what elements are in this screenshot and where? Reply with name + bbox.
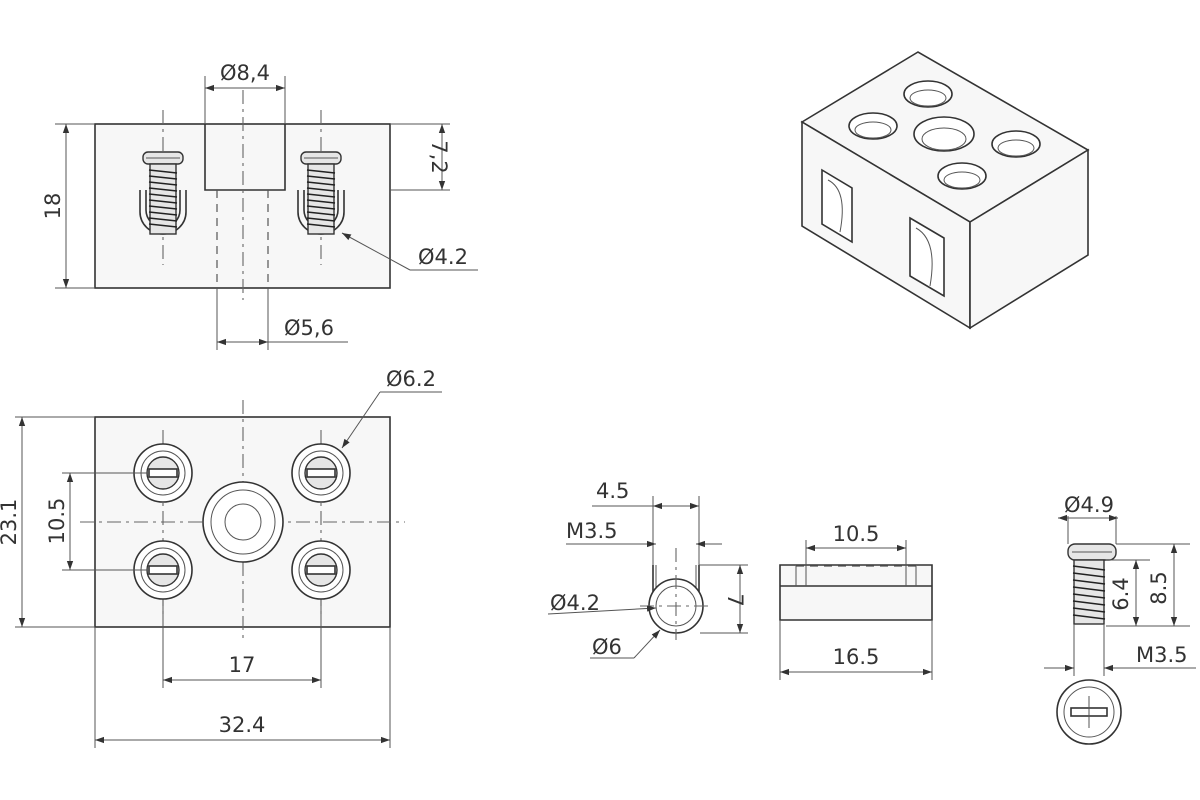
dim-side-w16-5: 16.5 xyxy=(833,645,880,669)
dim-front-h10-5: 10.5 xyxy=(45,498,69,545)
dim-screw-d4-9: Ø4.9 xyxy=(1064,493,1114,517)
right-terminal xyxy=(297,110,345,265)
dim-side-w10-5: 10.5 xyxy=(833,522,880,546)
side-detail-body xyxy=(779,564,933,621)
dim-front-d6-2: Ø6.2 xyxy=(386,367,436,391)
side-detail: 10.5 16.5 xyxy=(779,522,933,680)
dim-term-d4-2: Ø4.2 xyxy=(550,591,600,615)
dim-top-d5-6: Ø5,6 xyxy=(284,316,334,340)
screw-hole-bl xyxy=(133,540,193,600)
front-view: Ø6.2 23.1 10.5 17 32.4 xyxy=(0,367,442,748)
dim-top-h18: 18 xyxy=(41,193,65,220)
screw-hole-tl xyxy=(133,443,193,503)
dim-top-d4-2: Ø4.2 xyxy=(418,245,468,269)
screw-detail: Ø4.9 8.5 6.4 M3.5 xyxy=(1044,493,1196,745)
dim-screw-h6-4: 6.4 xyxy=(1109,577,1133,610)
dim-term-w4-5: 4.5 xyxy=(596,479,629,503)
dim-front-h23-1: 23.1 xyxy=(0,499,21,546)
left-terminal xyxy=(139,110,187,265)
dim-term-m3-5: M3.5 xyxy=(566,519,618,543)
isometric-view xyxy=(800,51,1090,330)
dim-top-d8-4: Ø8,4 xyxy=(220,61,270,85)
dim-term-h7: 7 xyxy=(723,593,747,606)
dim-front-w32-4: 32.4 xyxy=(219,713,266,737)
screw-hole-br xyxy=(291,540,351,600)
center-hole xyxy=(202,481,284,563)
dim-term-d6: Ø6 xyxy=(592,635,622,659)
dim-front-w17: 17 xyxy=(229,653,256,677)
screw-shank xyxy=(1073,559,1105,625)
dim-screw-m3-5: M3.5 xyxy=(1136,643,1188,667)
center-hole-upper xyxy=(204,124,286,191)
top-view: Ø8,4 7,2 18 Ø4.2 Ø5,6 xyxy=(41,61,478,350)
screw-hole-tr xyxy=(291,443,351,503)
iso-side-face xyxy=(969,148,1089,330)
dim-top-h7-2: 7,2 xyxy=(427,140,451,173)
terminal-detail: 4.5 M3.5 7 Ø4.2 Ø6 xyxy=(547,479,748,659)
dim-screw-h8-5: 8.5 xyxy=(1147,571,1171,604)
